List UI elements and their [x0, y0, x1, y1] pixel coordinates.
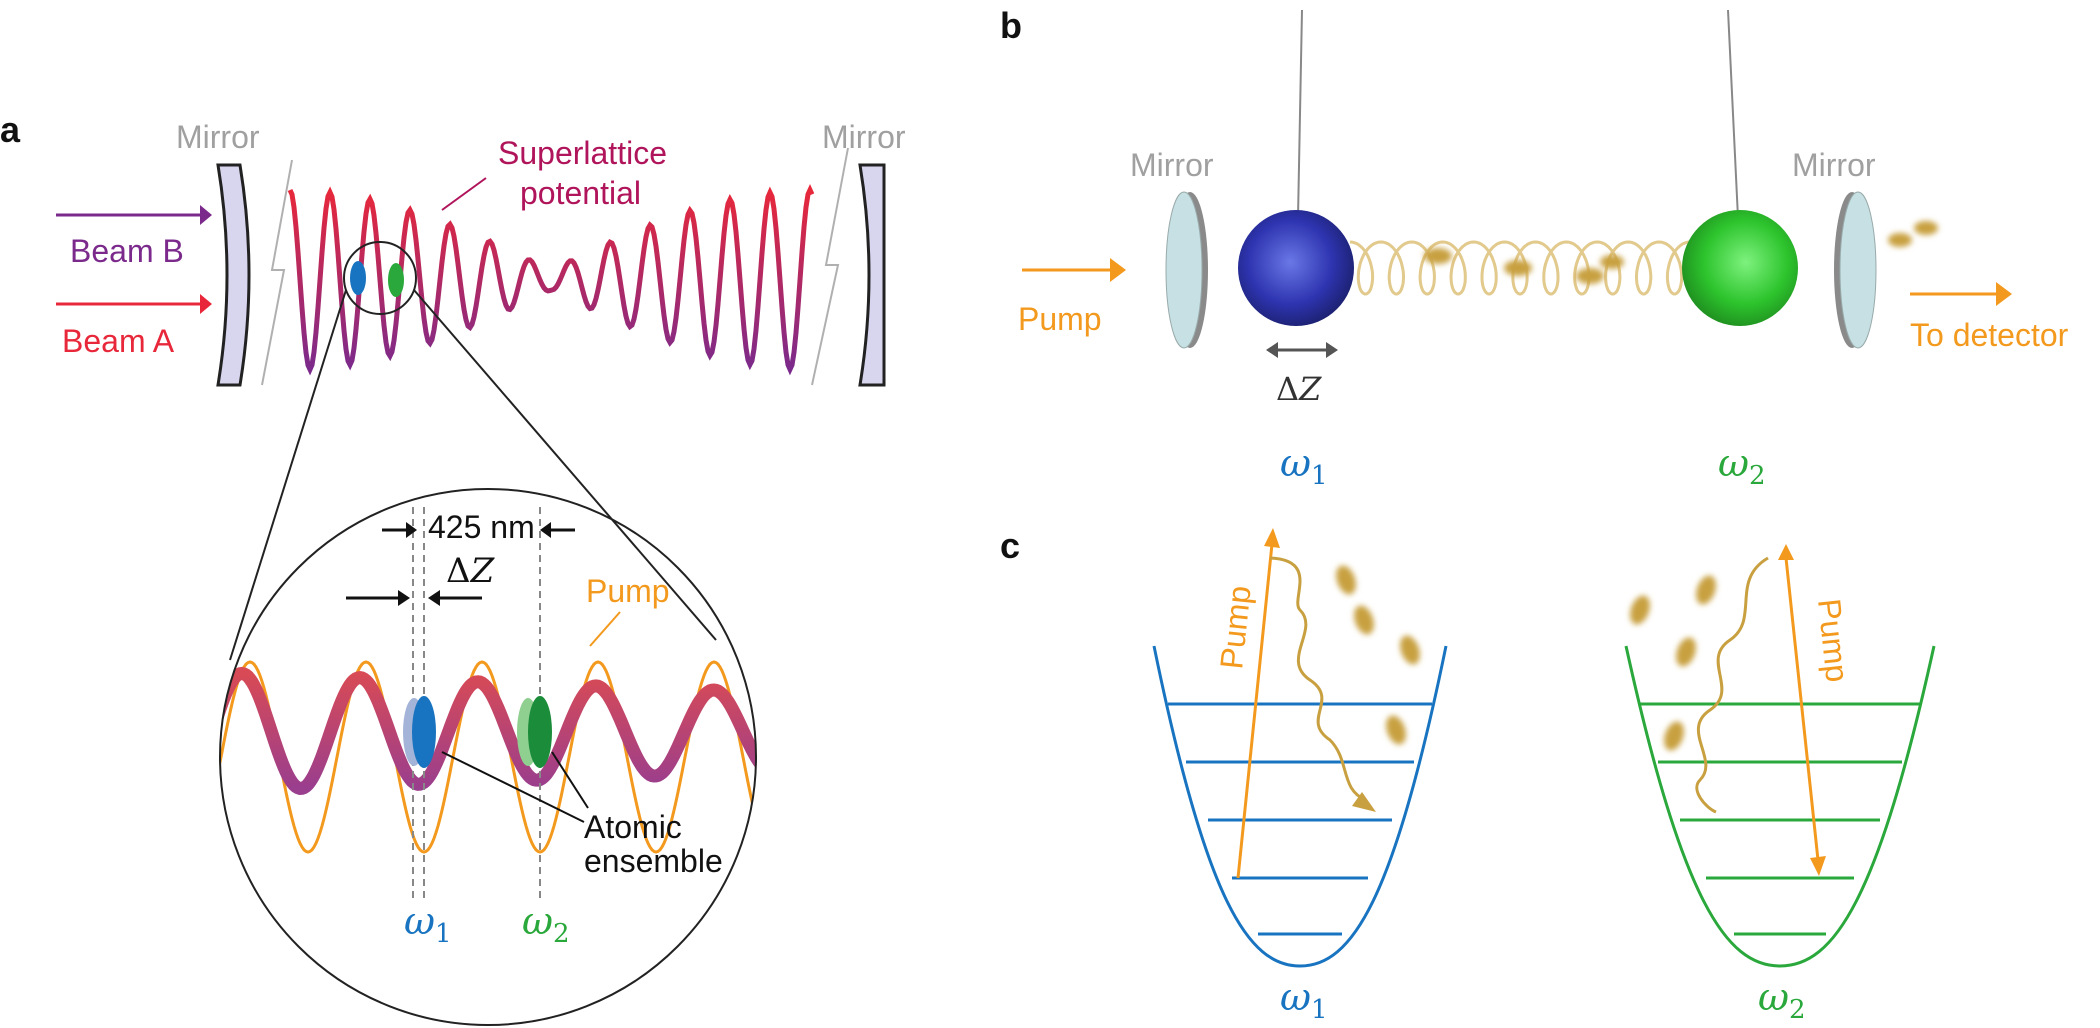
small-atom-blue — [350, 261, 366, 295]
delta-z-label: ΔZ — [446, 551, 496, 591]
omega-2-zoom: ω2 — [522, 899, 570, 949]
pump-label-c-right: Pump — [1811, 597, 1856, 684]
panel-a-mirror-left-label: Mirror — [176, 119, 260, 155]
panel-a-mirror-right-label: Mirror — [822, 119, 906, 155]
beam-a-label: Beam A — [62, 323, 175, 359]
pump-label-zoom: Pump — [586, 573, 670, 609]
atom-ensemble-green — [528, 696, 552, 768]
panel-b-mirror-right-label: Mirror — [1792, 147, 1876, 183]
potential-well-blue — [1152, 645, 1448, 968]
detector-label: To detector — [1910, 317, 2069, 353]
omega-1-b: ω1 — [1280, 441, 1328, 491]
zoom-inset — [219, 488, 757, 1026]
pump-arrow-c-right — [1784, 557, 1820, 861]
panel-a-break-right — [811, 147, 849, 386]
small-atom-green — [388, 263, 404, 297]
atomic-label-2: ensemble — [584, 843, 723, 879]
superlattice-label-1: Superlattice — [498, 135, 667, 171]
atom-ensemble-blue — [412, 696, 436, 768]
photon-wave-c-right — [1695, 556, 1769, 814]
beam-b-label: Beam B — [70, 233, 184, 269]
panel-a-left-mirror — [216, 163, 251, 387]
atomic-label-1: Atomic — [584, 809, 682, 845]
oscillator-green — [1682, 210, 1798, 326]
panel-b-right-mirror — [1834, 191, 1877, 349]
omega-2-b: ω2 — [1718, 441, 1766, 491]
superlattice-wave-zoom — [220, 666, 756, 795]
zoom-source-circle — [343, 241, 417, 315]
oscillator-blue — [1238, 210, 1354, 326]
superlattice-label-2: potential — [520, 175, 641, 211]
pump-label-b: Pump — [1018, 301, 1102, 337]
potential-well-green — [1624, 645, 1936, 968]
photons-panel-c — [1336, 565, 1716, 751]
panel-b-left-mirror — [1165, 191, 1208, 349]
delta-z-label-b: ΔZ — [1276, 370, 1322, 408]
panel-c-label: c — [1000, 525, 1020, 566]
pump-arrow-c-left — [1236, 543, 1274, 879]
superlattice-wave — [287, 183, 815, 376]
omega-2-c: ω2 — [1758, 975, 1806, 1025]
spacing-label: 425 nm — [428, 509, 535, 545]
photon-wave-c-left — [1269, 556, 1367, 802]
photons-panel-b — [1424, 221, 1938, 284]
panel-b-mirror-left-label: Mirror — [1130, 147, 1214, 183]
spring-coupling — [1349, 240, 1691, 296]
panel-a-label: a — [0, 109, 21, 150]
pump-label-c-left: Pump — [1213, 584, 1258, 671]
superlattice-pointer — [441, 177, 487, 211]
panel-a-right-mirror — [858, 163, 886, 387]
panel-b-label: b — [1000, 5, 1022, 46]
omega-1-c: ω1 — [1280, 975, 1328, 1025]
pump-wave-zoom — [220, 660, 756, 854]
panel-a-break-left — [261, 159, 293, 386]
omega-1-zoom: ω1 — [404, 899, 452, 949]
